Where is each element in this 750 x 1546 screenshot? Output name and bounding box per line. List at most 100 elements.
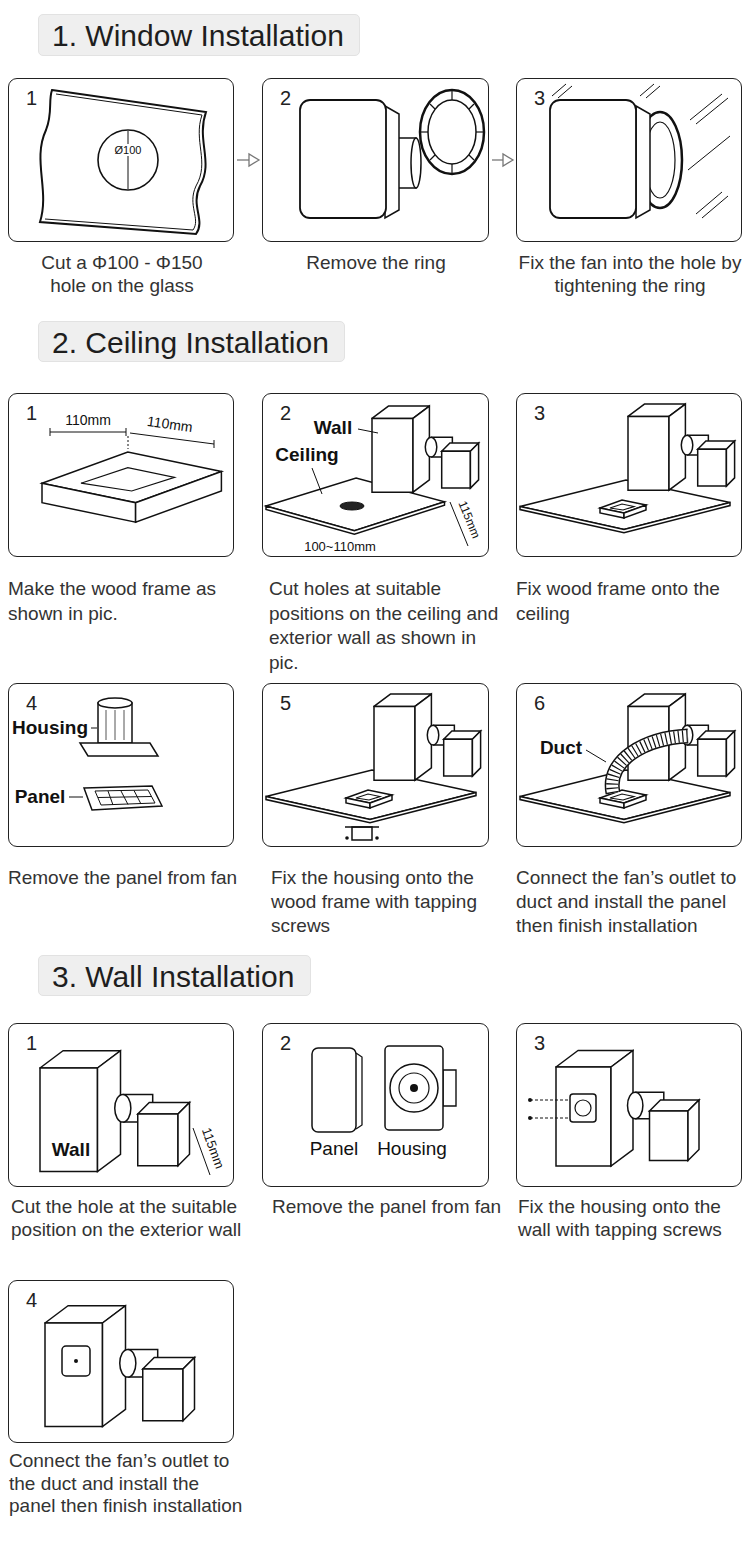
step-caption: Remove the ring	[258, 251, 494, 274]
dimension-label: Wall	[314, 417, 352, 439]
fan	[300, 100, 421, 218]
fixing-ring	[451, 91, 452, 100]
wall-with-housing	[570, 1094, 596, 1122]
fixing-ring	[420, 90, 484, 174]
step-number: 3	[534, 87, 545, 110]
fan-panel	[121, 791, 128, 805]
dimension-label: 110mm	[146, 413, 193, 435]
glass-hatching	[646, 86, 660, 98]
fan-housing	[80, 698, 158, 756]
fan-housing	[115, 710, 116, 740]
wall-with-fan	[45, 1306, 195, 1427]
wall-with-housing	[530, 1100, 568, 1101]
fan-housing	[98, 698, 132, 708]
ceiling-duct	[520, 770, 730, 823]
arrow-line	[492, 159, 503, 160]
ceiling-with-frame	[628, 404, 735, 490]
section-heading: 1. Window Installation	[38, 14, 360, 56]
step-number: 5	[280, 692, 291, 715]
ceiling-duct	[612, 736, 688, 793]
fan	[411, 138, 421, 188]
ceiling-housing	[345, 836, 349, 840]
section-heading: 2. Ceiling Installation	[38, 321, 345, 362]
glass-hatching	[688, 136, 730, 170]
fan-in-glass	[550, 100, 636, 218]
wall-with-housing	[528, 1116, 532, 1120]
ceiling-and-wall	[372, 406, 479, 492]
step-number: 1	[26, 402, 37, 425]
arrow-head	[249, 154, 259, 166]
step-number: 1	[26, 1032, 37, 1055]
fan-panel	[95, 790, 155, 805]
glass-hatching	[558, 86, 572, 98]
step-number: 1	[26, 87, 37, 110]
exterior-wall	[40, 1051, 190, 1172]
heading-text: 3. Wall Installation	[39, 956, 307, 997]
dimension-lines	[214, 440, 215, 448]
dimension-label: 115mm	[198, 1126, 227, 1171]
dimension-label: 100~110mm	[304, 540, 376, 555]
dimension-label: Housing	[12, 717, 88, 739]
fan-parts	[312, 1048, 356, 1132]
wood-frame-large	[42, 452, 221, 522]
fan-parts	[399, 1073, 429, 1103]
flow-arrow	[492, 154, 513, 166]
glass-pane	[40, 90, 206, 234]
step-caption: Connect the fan’s outlet to the duct and…	[9, 1450, 245, 1518]
dimension-label: 115mm	[455, 499, 482, 540]
fixing-ring	[430, 155, 435, 160]
ceiling-housing	[266, 770, 476, 823]
step-number: 3	[534, 1032, 545, 1055]
step-number: 4	[26, 1289, 37, 1312]
wood-frame-large	[42, 452, 221, 522]
fan	[385, 106, 399, 218]
step-number: 4	[26, 692, 37, 715]
step-caption: Cut holes at suitable positions on the c…	[269, 577, 505, 675]
step-caption: Connect the fan’s outlet to duct and ins…	[516, 866, 744, 938]
step-caption: Fix the housing onto the wall with tappi…	[518, 1196, 744, 1241]
fan-in-glass	[550, 100, 682, 218]
step-panel: 4Connect the fan’s outlet to the duct an…	[8, 1280, 234, 1443]
dimension-label: Ø100	[114, 144, 143, 157]
step-caption: Cut a Φ100 - Φ150 hole on the glass	[27, 251, 217, 297]
dimension-lines	[130, 433, 214, 444]
ceiling-housing	[374, 694, 481, 780]
step-panel: 3Fix the housing onto the wall with tapp…	[516, 1023, 742, 1187]
step-panel: 3Fix wood frame onto the ceiling	[516, 393, 742, 557]
step-caption: Remove the panel from fan	[272, 1196, 508, 1219]
leader-lines	[69, 728, 97, 797]
step-panel: 2Cut holes at suitable positions on the …	[262, 393, 489, 557]
fixing-ring	[476, 131, 483, 132]
glass-pane	[98, 130, 158, 190]
ceiling-with-frame	[520, 404, 735, 533]
fixing-ring	[421, 131, 428, 132]
wall-with-fan	[74, 1359, 78, 1363]
fan-panel	[108, 791, 113, 805]
step-panel: 5Fix the housing onto the wood frame wit…	[262, 683, 489, 847]
leader-lines	[312, 468, 322, 494]
step-caption: Cut the hole at the suitable position on…	[11, 1196, 247, 1241]
heading-text: 1. Window Installation	[39, 15, 357, 57]
step-panel: 4Remove the panel from fan	[8, 683, 234, 847]
fixing-ring	[428, 100, 476, 164]
dimension-label: Wall	[52, 1139, 90, 1161]
step-number: 2	[280, 1032, 291, 1055]
fan-parts	[390, 1064, 438, 1112]
ceiling-housing	[346, 790, 392, 808]
step-panel: 1Make the wood frame as shown in pic.	[8, 393, 234, 557]
dimension-lines	[126, 428, 127, 436]
step-number: 6	[534, 692, 545, 715]
fan-parts	[410, 1084, 418, 1092]
glass-pane	[128, 131, 129, 189]
fan-parts	[312, 1046, 456, 1132]
dimension-label: Ceiling	[275, 444, 338, 466]
section-heading: 3. Wall Installation	[38, 955, 311, 996]
step-caption: Make the wood frame as shown in pic.	[8, 577, 244, 626]
arrow-head	[503, 154, 513, 166]
wall-with-housing	[556, 1051, 699, 1167]
step-panel: 6Connect the fan’s outlet to duct and in…	[516, 683, 742, 847]
glass-hatching	[696, 98, 728, 124]
fan-parts	[356, 1053, 362, 1129]
